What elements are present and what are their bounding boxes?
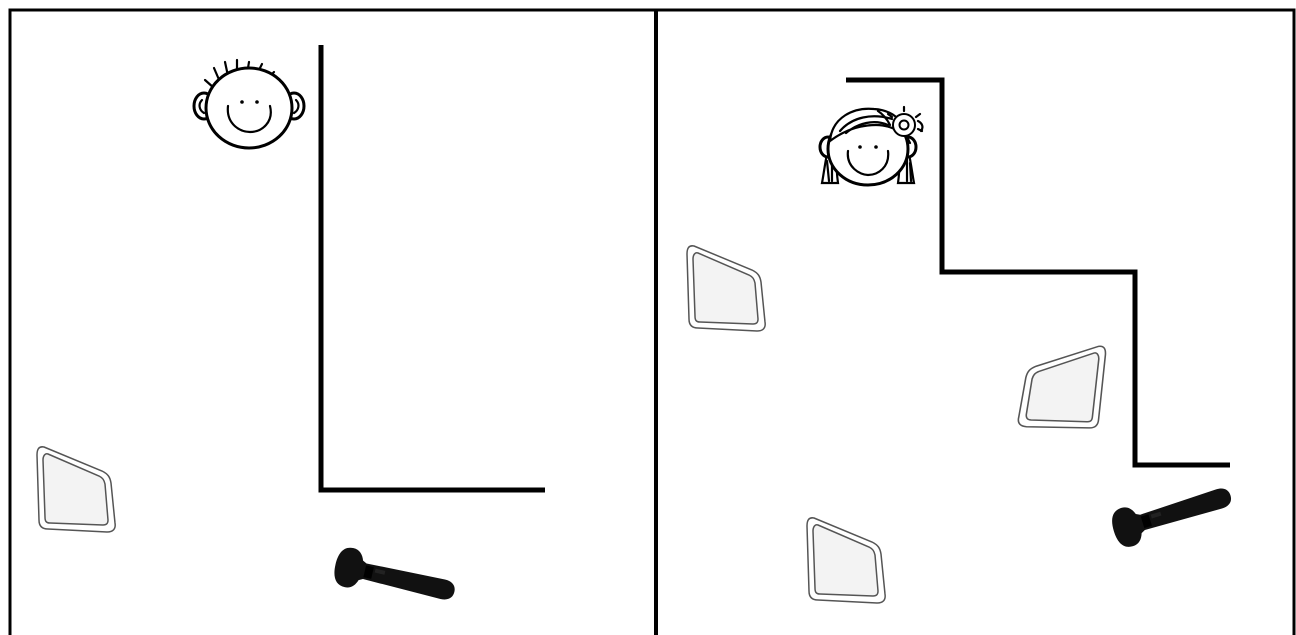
- flashlight-icon: [1108, 476, 1236, 550]
- boy-face-icon: [194, 60, 304, 148]
- left-panel: [37, 45, 545, 611]
- mirror-icon: [1018, 341, 1106, 431]
- left-wall-l-shape: [321, 45, 545, 490]
- left-panel-frame: [10, 10, 656, 635]
- flashlight-icon: [331, 545, 459, 611]
- mirror-icon: [807, 518, 885, 603]
- girl-face-icon: [820, 107, 922, 185]
- mirror-icon: [37, 447, 115, 532]
- mirror-icon: [687, 246, 765, 331]
- right-panel: [687, 80, 1236, 603]
